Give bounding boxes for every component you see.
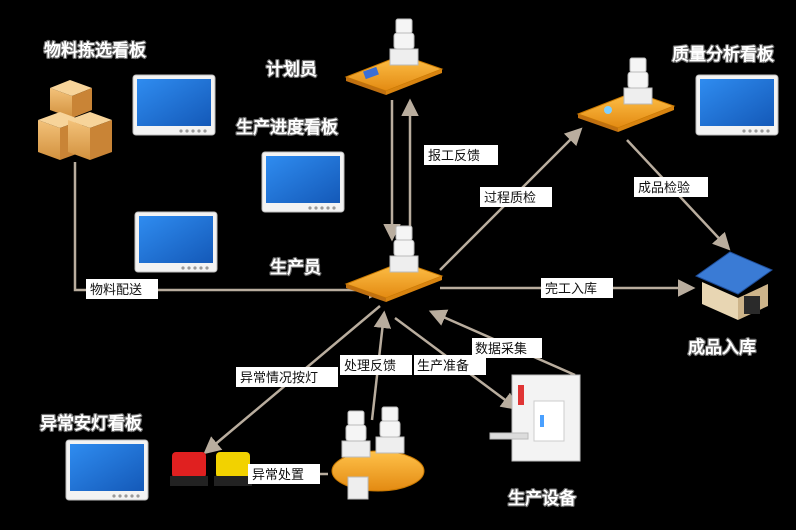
progress-board-monitor-top	[261, 151, 345, 213]
node-equipment: 生产设备	[508, 488, 577, 509]
producer-icon	[345, 225, 443, 303]
node-material-board: 物料拣选看板	[44, 40, 147, 61]
material-board-monitor	[132, 74, 216, 136]
edge-label-text: 报工反馈	[428, 149, 480, 164]
edge-label-text: 完工入库	[545, 281, 597, 297]
node-warehouse: 成品入库	[688, 337, 756, 358]
edge-label-text: 物料配送	[90, 283, 142, 298]
andon-board-monitor	[65, 439, 149, 501]
edge-label-text: 生产准备	[417, 358, 469, 374]
meeting-table-icon	[331, 406, 425, 500]
edge-material-delivery	[73, 162, 387, 299]
edge-label-text: 数据采集	[475, 341, 527, 357]
production-machine-icon	[489, 374, 581, 462]
node-producer: 生产员	[270, 257, 321, 278]
planner-icon	[345, 18, 443, 96]
edge-label-exception-handling: 异常处置	[248, 464, 320, 484]
node-progress-board: 生产进度看板	[236, 117, 339, 138]
edge-label-product-inspection: 成品检验	[634, 177, 708, 197]
edge-label-text: 过程质检	[484, 191, 536, 206]
edge-label-process-qc: 过程质检	[480, 187, 552, 207]
edge-label-completion-storage: 完工入库	[541, 278, 613, 298]
edge-label-text: 异常处置	[252, 468, 304, 483]
edge-label-text: 成品检验	[638, 180, 690, 196]
node-andon-board: 异常安灯看板	[40, 413, 143, 434]
quality-analyst-icon	[577, 57, 675, 133]
andon-lamp-icon	[170, 452, 252, 486]
edge-label-text: 处理反馈	[344, 359, 396, 374]
quality-board-monitor	[695, 74, 779, 136]
warehouse-house-icon	[694, 251, 774, 320]
node-planner: 计划员	[266, 59, 317, 80]
edge-label-work-report: 报工反馈	[424, 145, 498, 165]
boxes-icon	[38, 80, 112, 160]
edge-label-handling-feedback: 处理反馈	[340, 355, 412, 375]
edge-label-text: 异常情况按灯	[240, 371, 318, 386]
edge-label-production-prep: 生产准备	[414, 355, 486, 375]
edge-label-exception-button: 异常情况按灯	[236, 367, 338, 387]
progress-board-monitor	[134, 211, 218, 273]
edge-label-material-delivery: 物料配送	[86, 279, 158, 299]
edge-label-data-collection: 数据采集	[472, 338, 542, 358]
node-quality-board: 质量分析看板	[672, 44, 775, 65]
